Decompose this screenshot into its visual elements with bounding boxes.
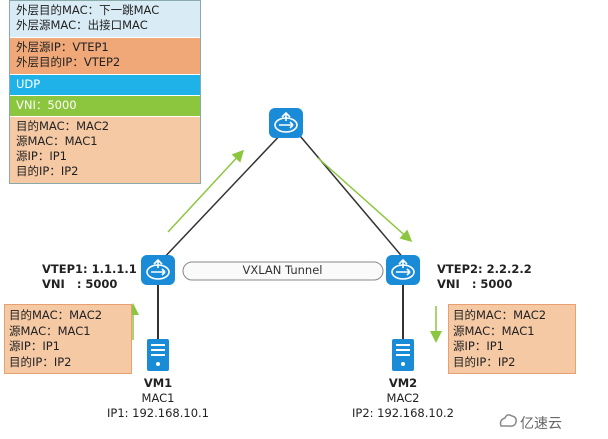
udp-layer: UDP [10,75,200,96]
left-src-ip: 源IP：IP1 [9,339,60,353]
vtep2-label: VTEP2: 2.2.2.2 VNI : 5000 [437,262,532,292]
right-src-ip: 源IP：IP1 [453,339,504,353]
inner-src-mac: 源MAC：MAC1 [16,134,98,148]
right-dst-mac: 目的MAC：MAC2 [453,308,547,322]
link-core-vtep2 [294,129,406,261]
left-dst-mac: 目的MAC：MAC2 [9,308,103,322]
vm1-ip: IP1: 192.168.10.1 [107,406,209,420]
vtep1-vni: VNI : 5000 [42,277,118,291]
outer-dst-ip: 外层目的IP：VTEP2 [16,55,121,69]
vm1-mac: MAC1 [141,391,175,405]
right-dst-ip: 目的IP：IP2 [453,354,516,369]
vm2-ip: IP2: 192.168.10.2 [352,406,454,420]
right-original-packet: 目的MAC：MAC2 源MAC：MAC1 源IP：IP1 目的IP：IP2 [448,304,576,374]
vxlan-tunnel-label: VXLAN Tunnel [242,263,323,277]
vm1-server-icon [147,339,169,371]
vtep1-label: VTEP1: 1.1.1.1 VNI : 5000 [42,262,137,292]
vtep1-router-icon [141,255,175,285]
left-src-mac: 源MAC：MAC1 [9,323,91,338]
vm2-label: VM2 MAC2 IP2: 192.168.10.2 [343,376,463,421]
link-vtep1-core [159,129,286,263]
vtep1-address: VTEP1: 1.1.1.1 [42,262,137,276]
vm1-label: VM1 MAC1 IP1: 192.168.10.1 [98,376,218,421]
vxlan-packet-stack: 外层目的MAC：下一跳MAC 外层源MAC：出接口MAC 外层源IP：VTEP1… [9,0,201,184]
outer-src-ip: 外层源IP：VTEP1 [16,40,109,54]
flow-arrow-up-left [167,149,245,233]
watermark-logo-icon [499,414,517,427]
left-dst-ip: 目的IP：IP2 [9,354,72,369]
flow-arrow-down-right [317,157,413,242]
left-original-packet: 目的MAC：MAC2 源MAC：MAC1 源IP：IP1 目的IP：IP2 [4,304,132,374]
inner-frame-layer: 目的MAC：MAC2 源MAC：MAC1 源IP：IP1 目的IP：IP2 [10,117,200,183]
right-src-mac: 源MAC：MAC1 [453,323,535,338]
vtep2-address: VTEP2: 2.2.2.2 [437,262,532,276]
vxlan-tunnel [182,261,384,281]
core-router-icon [269,108,303,138]
watermark-text: 亿速云 [520,416,562,432]
vm2-mac: MAC2 [386,391,420,405]
vm2-name: VM2 [388,376,418,390]
inner-dst-ip: 目的IP：IP2 [16,164,79,178]
inner-src-ip: 源IP：IP1 [16,149,67,163]
vm2-server-icon [392,339,414,371]
vm1-name: VM1 [143,376,173,390]
outer-ip-layer: 外层源IP：VTEP1 外层目的IP：VTEP2 [10,38,200,75]
vni-layer: VNI：5000 [10,96,200,117]
outer-mac-layer: 外层目的MAC：下一跳MAC 外层源MAC：出接口MAC [10,1,200,38]
inner-dst-mac: 目的MAC：MAC2 [16,119,110,133]
vtep2-router-icon [386,255,420,285]
outer-src-mac: 外层源MAC：出接口MAC [16,18,148,32]
outer-dst-mac: 外层目的MAC：下一跳MAC [16,3,160,17]
vtep2-vni: VNI : 5000 [437,277,513,291]
